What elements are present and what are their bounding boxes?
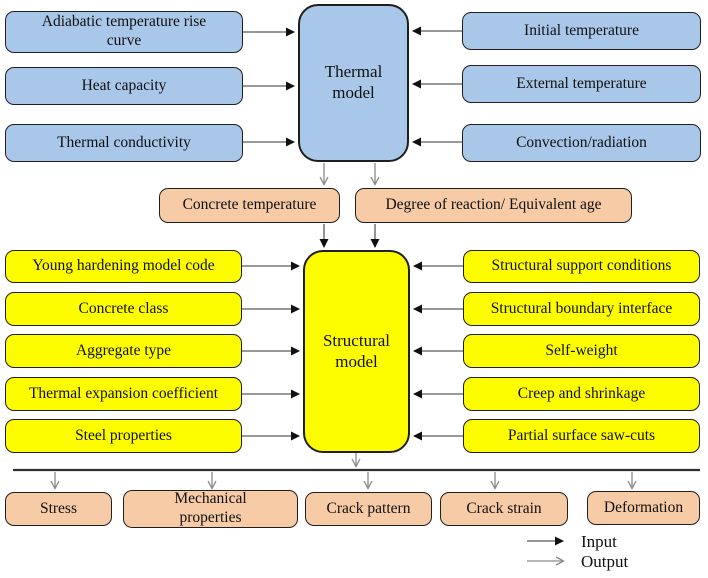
input-box-self-weight: Self-weight [463,334,700,368]
input-box-partial-surface-saw-cuts: Partial surface saw-cuts [463,419,700,453]
input-box-young-hardening-model-code: Young hardening model code [5,250,242,283]
input-box-initial-temperature: Initial temperature [462,12,701,50]
input-box-concrete-class: Concrete class [5,292,242,326]
output-box-crack-strain: Crack strain [440,492,568,526]
input-box-convection-radiation: Convection/radiation [462,124,701,162]
output-arrows [50,163,637,566]
input-arrows [242,26,564,546]
input-box-structural-boundary-interface: Structural boundary interface [463,292,700,326]
input-box-structural-support-conditions: Structural support conditions [463,250,700,283]
input-box-steel-properties: Steel properties [5,419,242,453]
legend-output-label: Output [581,552,629,571]
input-box-adiabatic-temperature-rise-curve: Adiabatic temperature rise curve [5,11,243,53]
output-box-deformation: Deformation [587,491,700,525]
output-box-stress: Stress [5,492,112,526]
input-box-thermal-expansion-coefficient: Thermal expansion coefficient [5,377,242,411]
output-box-mechanical-properties: Mechanical properties [123,490,298,528]
input-box-creep-and-shrinkage: Creep and shrinkage [463,377,700,411]
structural-model-node: Structural model [303,250,410,453]
thermal-model-node: Thermal model [298,4,409,162]
intermediate-box-degree-of-reaction-equivalent-age: Degree of reaction/ Equivalent age [355,188,632,223]
output-box-crack-pattern: Crack pattern [305,492,432,526]
input-box-thermal-conductivity: Thermal conductivity [5,124,243,162]
input-box-aggregate-type: Aggregate type [5,334,242,368]
legend-input-label: Input [581,532,617,551]
intermediate-box-concrete-temperature: Concrete temperature [159,188,340,223]
input-box-external-temperature: External temperature [462,65,701,103]
input-box-heat-capacity: Heat capacity [5,67,243,105]
